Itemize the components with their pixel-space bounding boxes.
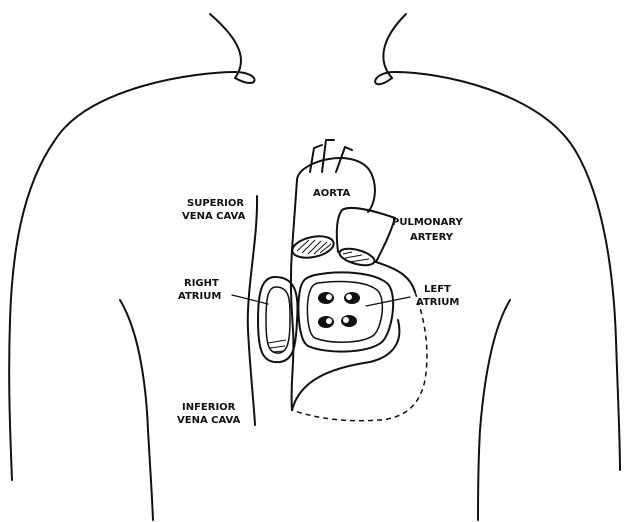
aorta-arch [297,158,375,212]
vena-cava-structure [248,196,294,425]
aorta-label: AORTA [313,188,351,199]
neck-left-line [210,14,241,78]
superior-vena-cava-label: SUPERIOR VENA CAVA [182,198,248,222]
left-atrium-inner [307,282,382,343]
aorta-branch-1 [310,145,322,172]
left-atrium-leader [366,297,410,306]
pulmonary-artery-structure [337,208,395,268]
aorta-structure [290,140,375,261]
aorta-left-wall [292,180,297,250]
pulmonary-vein-openings [318,292,360,328]
right-atrium-label: RIGHT ATRIUM [178,278,222,302]
aorta-branch-2 [322,140,334,172]
heart-lower-wall [292,320,399,410]
vena-cava-left-wall [248,196,257,425]
shoulder-right-line [375,72,620,470]
arm-left-line [120,300,153,520]
pulmonary-artery-top [342,208,395,218]
pulmonary-opening [338,246,376,269]
aorta-opening [290,233,335,261]
heart-upper-right [376,262,415,292]
left-atrium-outer [299,272,394,351]
ventricle-outline-dashed [292,292,427,421]
left-atrium-structure [299,272,394,351]
vena-cava-right-wall [291,250,294,410]
inferior-vena-cava-label: INFERIOR VENA CAVA [177,402,241,426]
pulmonary-artery-label: PULMONARY ARTERY [392,217,466,243]
arm-right-line [478,300,510,520]
torso-outline [9,14,620,520]
pulmonary-artery-left [337,210,342,252]
left-atrium-label: LEFT ATRIUM [416,284,459,308]
neck-right-line [383,14,406,78]
